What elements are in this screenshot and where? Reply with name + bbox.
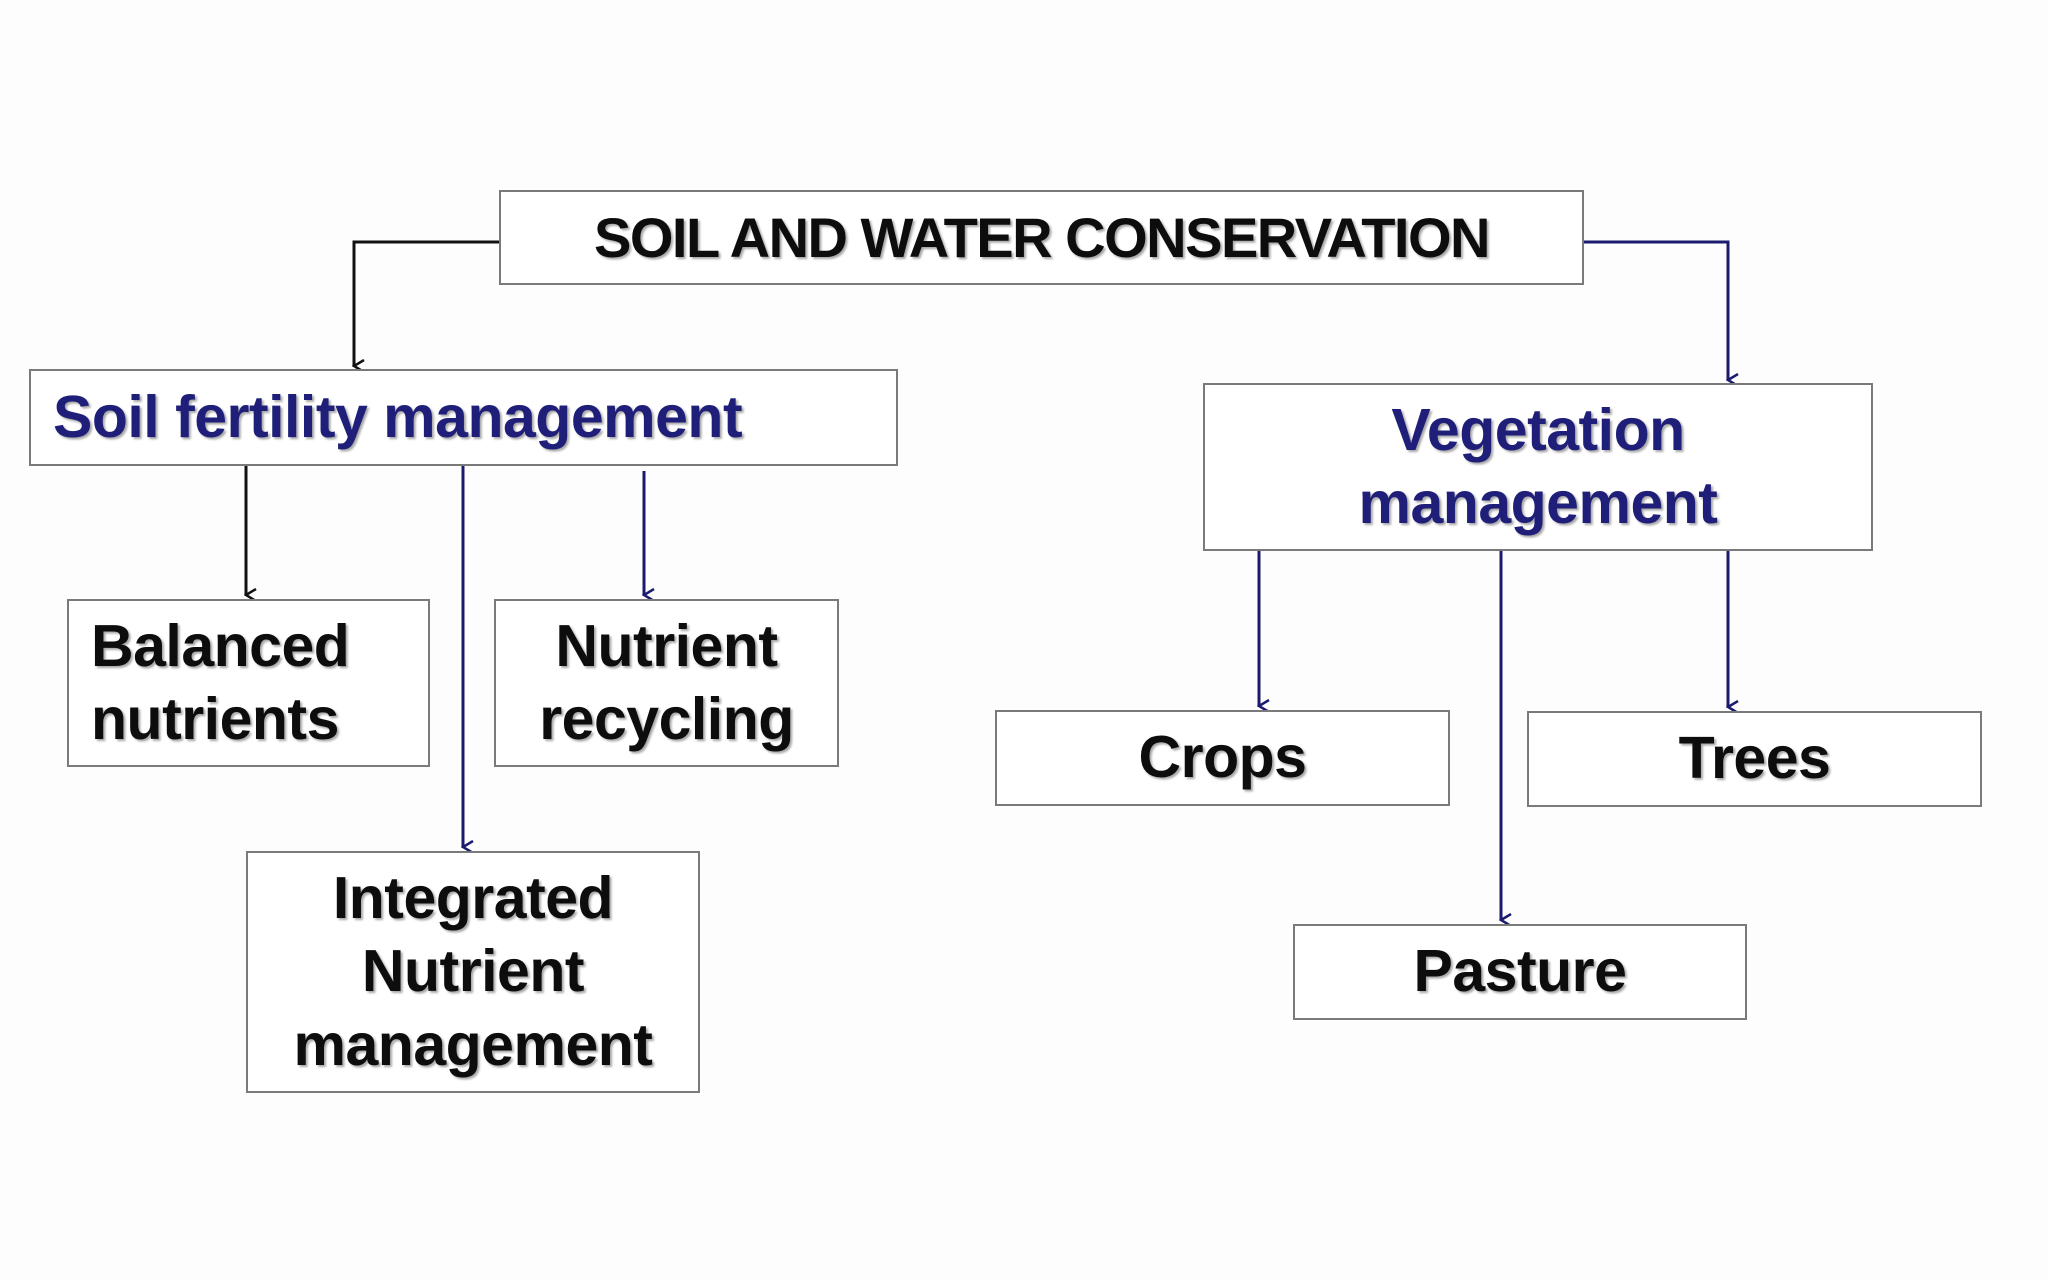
vegetation-management-node: Vegetation management: [1203, 383, 1873, 551]
soil-fertility-management-label: Soil fertility management: [53, 383, 743, 450]
root-node-label: SOIL AND WATER CONSERVATION: [594, 205, 1490, 269]
connector-root-to-vegetation: [1584, 240, 1728, 380]
nutrient-recycling-line1: Nutrient: [555, 612, 778, 679]
connector-root-to-soil-fertility: [354, 240, 499, 366]
integrated-nutrient-management-text: Integrated Nutrient management: [294, 862, 653, 1081]
balanced-nutrients-line2: nutrients: [91, 686, 339, 752]
vegetation-management-line1: Vegetation: [1391, 396, 1685, 463]
nutrient-recycling-text: Nutrient recycling: [539, 610, 794, 756]
nutrient-recycling-node: Nutrient recycling: [494, 599, 839, 767]
balanced-nutrients-text: Balanced nutrients: [91, 610, 350, 756]
vegetation-management-line2: management: [1358, 470, 1718, 536]
pasture-label: Pasture: [1413, 938, 1627, 1005]
integrated-nutrient-line1: Integrated: [332, 865, 614, 932]
root-node-soil-and-water-conservation: SOIL AND WATER CONSERVATION: [499, 190, 1584, 285]
trees-label: Trees: [1678, 725, 1831, 792]
pasture-node: Pasture: [1293, 924, 1747, 1020]
integrated-nutrient-line2: Nutrient: [361, 938, 585, 1005]
integrated-nutrient-line3: management: [293, 1011, 653, 1078]
balanced-nutrients-node: Balanced nutrients: [67, 599, 430, 767]
nutrient-recycling-line2: recycling: [539, 686, 794, 752]
trees-node: Trees: [1527, 711, 1982, 807]
crops-label: Crops: [1138, 724, 1307, 791]
balanced-nutrients-line1: Balanced: [91, 612, 350, 679]
vegetation-management-text: Vegetation management: [1359, 394, 1718, 540]
crops-node: Crops: [995, 710, 1450, 806]
soil-fertility-management-node: Soil fertility management: [29, 369, 898, 466]
integrated-nutrient-management-node: Integrated Nutrient management: [246, 851, 700, 1093]
